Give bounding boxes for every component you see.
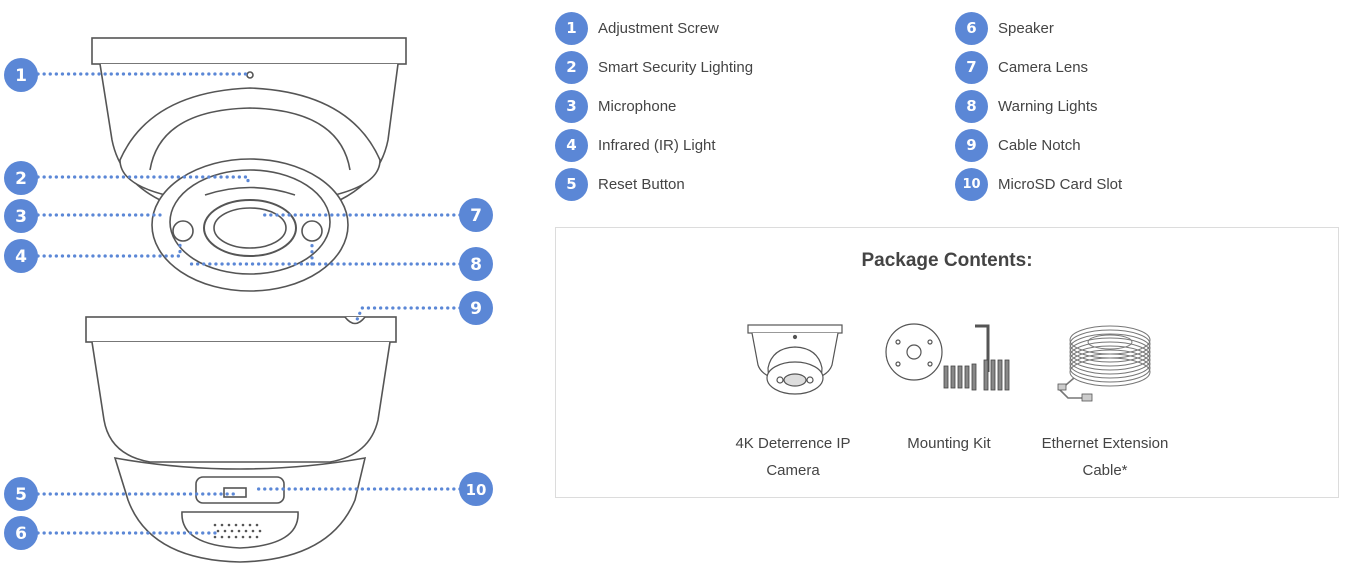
- svg-text:7: 7: [470, 206, 482, 226]
- callout-badge-1: 1: [4, 58, 38, 92]
- callout-badge-4: 4: [4, 239, 38, 273]
- legend-number-badge: 6: [955, 11, 988, 45]
- legend-number-badge: 2: [555, 50, 588, 84]
- svg-text:9: 9: [470, 299, 482, 319]
- legend-number-badge: 9: [955, 128, 988, 162]
- legend-item-microsd-card-slot: 10 MicroSD Card Slot: [955, 167, 1122, 201]
- legend-label: Camera Lens: [998, 58, 1089, 76]
- legend-label: Smart Security Lighting: [598, 58, 754, 76]
- svg-text:1: 1: [15, 66, 27, 86]
- legend-number-badge: 5: [555, 167, 588, 201]
- camera-back-view: [85, 316, 397, 563]
- callout-badge-2: 2: [4, 161, 38, 195]
- leader-line-4: [36, 238, 182, 258]
- legend-item-reset-button: 5 Reset Button: [555, 167, 685, 201]
- legend-label: Reset Button: [598, 175, 685, 193]
- package-contents-box: Package Contents: 4K Deterrence IP Camer…: [555, 227, 1339, 498]
- legend-number-badge: 4: [555, 128, 588, 162]
- svg-text:3: 3: [15, 207, 27, 227]
- legend-item-speaker: 6 Speaker: [955, 11, 1054, 45]
- legend-item-smart-security-lighting: 2 Smart Security Lighting: [555, 50, 753, 84]
- callout-badge-8: 8: [459, 247, 493, 281]
- legend-number-badge: 3: [555, 89, 588, 123]
- legend-number-badge: 10: [955, 167, 988, 201]
- legend-label: MicroSD Card Slot: [998, 175, 1123, 193]
- camera-icon: [747, 324, 843, 395]
- svg-text:10: 10: [466, 481, 487, 499]
- package-item-label: Mounting Kit: [907, 435, 991, 452]
- package-item-label: Ethernet Extension Cable*: [1041, 435, 1169, 479]
- legend-label: Microphone: [598, 97, 677, 115]
- legend-label: Adjustment Screw: [598, 19, 719, 37]
- svg-text:2: 2: [15, 169, 27, 189]
- callout-badge-10: 10: [459, 472, 493, 506]
- callout-badge-3: 3: [4, 199, 38, 233]
- legend-item-camera-lens: 7 Camera Lens: [955, 50, 1088, 84]
- svg-text:4: 4: [15, 247, 27, 267]
- legend-number-badge: 8: [955, 89, 988, 123]
- legend-label: Warning Lights: [998, 97, 1098, 115]
- camera-diagram: 1 2 3 4 5 6 7 8 9 10: [4, 37, 493, 563]
- legend-item-cable-notch: 9 Cable Notch: [955, 128, 1081, 162]
- legend-label: Speaker: [998, 19, 1054, 37]
- leader-line-8: [188, 243, 462, 266]
- legend-number-badge: 1: [555, 11, 588, 45]
- svg-text:8: 8: [470, 255, 482, 275]
- legend-label: Infrared (IR) Light: [598, 136, 716, 154]
- legend-number-badge: 7: [955, 50, 988, 84]
- leader-lines: [36, 72, 462, 535]
- svg-text:6: 6: [15, 524, 27, 544]
- callout-badge-9: 9: [459, 291, 493, 325]
- callout-badge-6: 6: [4, 516, 38, 550]
- mounting-kit-icon: [885, 323, 1010, 391]
- camera-front-view: [91, 37, 407, 292]
- legend-item-microphone: 3 Microphone: [555, 89, 676, 123]
- package-item-mounting-kit: Mounting Kit: [869, 320, 1029, 457]
- callout-badge-7: 7: [459, 198, 493, 232]
- package-item-label: 4K Deterrence IP Camera: [735, 435, 851, 479]
- legend-item-infrared-light: 4 Infrared (IR) Light: [555, 128, 716, 162]
- package-item-ethernet-cable: Ethernet Extension Cable*: [1025, 320, 1185, 484]
- legend-label: Cable Notch: [998, 136, 1081, 154]
- svg-text:5: 5: [15, 485, 27, 505]
- legend-item-adjustment-screw: 1 Adjustment Screw: [555, 11, 719, 45]
- legend-item-warning-lights: 8 Warning Lights: [955, 89, 1098, 123]
- package-contents-title: Package Contents:: [861, 250, 1033, 271]
- cable-icon: [1057, 325, 1151, 402]
- callout-badge-5: 5: [4, 477, 38, 511]
- package-item-camera: 4K Deterrence IP Camera: [713, 320, 873, 484]
- leader-line-9: [354, 306, 462, 324]
